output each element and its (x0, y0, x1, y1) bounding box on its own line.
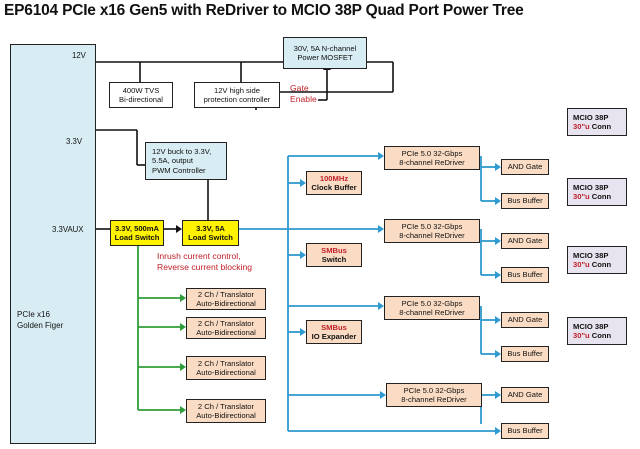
mcio-line2: 30"u Conn (573, 331, 612, 340)
and-gate-label: AND Gate (507, 315, 543, 325)
redriver-line1: PCIe 5.0 32-Gbps (401, 221, 463, 231)
mosfet-line2: Power MOSFET (297, 53, 353, 62)
mcio-line2: 30"u Conn (573, 122, 612, 131)
translator-line1: 2 Ch / Translator (197, 318, 255, 328)
hsp-line1: 12V high side (213, 85, 260, 95)
blue-wires (239, 155, 495, 432)
and-gate-1: AND Gate (501, 159, 549, 175)
rail-3v3aux-label: 3.3VAUX (52, 225, 84, 234)
mcio-line1: MCIO 38P (573, 321, 609, 331)
pcie-line1: PCIe x16 (17, 310, 50, 319)
mcio-line2: 30"u Conn (573, 192, 612, 201)
and-gate-4: AND Gate (501, 387, 549, 403)
and-gate-2: AND Gate (501, 233, 549, 249)
translator-line1: 2 Ch / Translator (197, 401, 255, 411)
translator-line2: Auto-Bidirectional (196, 299, 256, 308)
tvs-line1: 400W TVS (122, 85, 160, 95)
diagram-title: EP6104 PCIe x16 Gen5 with ReDriver to MC… (4, 2, 524, 19)
redriver-line1: PCIe 5.0 32-Gbps (401, 298, 463, 308)
buck-line2: 5.5A, output (152, 156, 193, 166)
gate-enable-label: Gate Enable (290, 83, 317, 105)
mosfet-line1: 30V, 5A N-channel (293, 43, 357, 53)
pcie-golden-finger: PCIe x16 Golden Figer (10, 44, 96, 444)
mcio-line1: MCIO 38P (573, 112, 609, 122)
ls1-line2: Load Switch (114, 233, 160, 242)
note-line1: Inrush current control, (157, 251, 241, 261)
redriver-line1: PCIe 5.0 32-Gbps (401, 148, 463, 158)
and-gate-label: AND Gate (507, 236, 543, 246)
mcio-line1: MCIO 38P (573, 250, 609, 260)
and-gate-label: AND Gate (507, 390, 543, 400)
redriver-line2: 8-channel ReDriver (399, 158, 465, 167)
bus-buffer-label: Bus Buffer (507, 196, 543, 206)
redriver-line2: 8-channel ReDriver (399, 308, 465, 317)
ls2-arrowhead (176, 225, 182, 233)
green-wires (137, 246, 180, 411)
translator-line2: Auto-Bidirectional (196, 328, 256, 337)
mcio-line1: MCIO 38P (573, 182, 609, 192)
gate-label: Gate (290, 83, 309, 93)
smbus-switch-line2: Switch (321, 255, 347, 264)
ls2-line1: 3.3V, 5A (196, 223, 225, 233)
ls2-line2: Load Switch (188, 233, 233, 242)
rail-12v-label: 12V (72, 51, 86, 60)
mcio-line2: 30"u Conn (573, 260, 612, 269)
note-line2: Reverse current blocking (157, 262, 253, 272)
bus-buffer-label: Bus Buffer (507, 270, 543, 280)
translator-line2: Auto-Bidirectional (196, 368, 256, 377)
tvs-line2: Bi-directional (119, 95, 163, 104)
bus-buffer-1: Bus Buffer (501, 193, 549, 209)
redriver-line1: PCIe 5.0 32-Gbps (403, 385, 465, 395)
pcie-line2: Golden Figer (17, 321, 64, 330)
rail-3v3-label: 3.3V (66, 137, 83, 146)
and-gate-3: AND Gate (501, 312, 549, 328)
buck-line1: 12V buck to 3.3V, (152, 146, 212, 156)
bus-buffer-4: Bus Buffer (501, 423, 549, 439)
translator-line1: 2 Ch / Translator (197, 289, 255, 299)
bus-buffer-3: Bus Buffer (501, 346, 549, 362)
clock-line1: 100MHz (319, 173, 349, 183)
bus-buffer-label: Bus Buffer (507, 349, 543, 359)
io-exp-line2: IO Expander (311, 332, 357, 341)
and-gate-label: AND Gate (507, 162, 543, 172)
bus-buffer-2: Bus Buffer (501, 267, 549, 283)
translator-line1: 2 Ch / Translator (197, 358, 255, 368)
ls1-line1: 3.3V, 500mA (114, 223, 160, 233)
hsp-line2: protection controller (203, 95, 271, 104)
smbus-switch-line1: SMBus (321, 245, 347, 255)
redriver-line2: 8-channel ReDriver (399, 231, 465, 240)
bus-buffer-label: Bus Buffer (507, 426, 543, 436)
clock-line2: Clock Buffer (311, 183, 357, 192)
buck-line3: PWM Controller (152, 165, 206, 175)
inrush-note: Inrush current control, Reverse current … (157, 251, 252, 273)
io-exp-line1: SMBus (321, 322, 347, 332)
redriver-line2: 8-channel ReDriver (401, 395, 467, 404)
translator-line2: Auto-Bidirectional (196, 411, 256, 420)
enable-label: Enable (290, 94, 317, 104)
